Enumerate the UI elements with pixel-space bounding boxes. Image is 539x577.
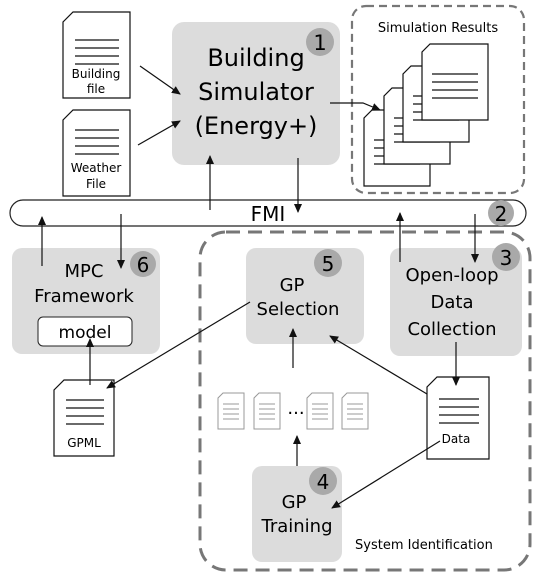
- candidate-ellipsis: ...: [287, 398, 304, 419]
- arrow-weather-file-to-simulator: [137, 120, 181, 146]
- step-badge-6-label: 6: [137, 253, 150, 277]
- connectors: [38, 65, 479, 509]
- step-badge-3-label: 3: [500, 246, 513, 270]
- model-label: model: [59, 323, 112, 343]
- gp-selection-label: GP: [280, 275, 305, 296]
- model-box: [37, 316, 133, 347]
- step-badge-4-label: 4: [317, 470, 330, 494]
- result-document: [421, 43, 489, 121]
- candidate-model-document: [217, 392, 245, 430]
- arrow-data-to-gp-training: [331, 440, 441, 509]
- data-collection-label: Collection: [407, 319, 496, 340]
- simulator-label: (Energy+): [195, 112, 318, 140]
- candidate-model-document: [253, 392, 281, 430]
- system-identification-region: [198, 230, 532, 572]
- building-file-document: [62, 11, 131, 99]
- step-badge-2: [488, 200, 514, 226]
- fmi-label: FMI: [251, 202, 286, 226]
- data-collection-box: [390, 248, 522, 356]
- simulator-label: Building: [207, 44, 304, 72]
- weather-file-label: File: [86, 177, 106, 191]
- gp-selection-box: [246, 248, 364, 344]
- step-badge-4: [309, 467, 337, 495]
- candidate-model-document: [341, 392, 369, 430]
- step-badge-6: [130, 251, 156, 277]
- gp-selection-label: Selection: [257, 299, 340, 320]
- building-simulator-box: [172, 22, 340, 165]
- weather-file-label: Weather: [71, 161, 122, 175]
- arrow-gp-selection-to-gpml: [106, 301, 251, 389]
- step-badge-5-label: 5: [322, 252, 335, 276]
- data-collection-label: Open-loop: [405, 265, 498, 286]
- simulator-label: Simulator: [198, 78, 314, 106]
- step-badge-1: [306, 28, 334, 56]
- data-collection-label: Data: [431, 292, 474, 313]
- gp-training-label: Training: [260, 516, 332, 537]
- building-file-label: file: [87, 82, 105, 96]
- system-identification-label: System Identification: [355, 538, 493, 553]
- step-badge-3: [492, 243, 520, 271]
- gp-training-label: GP: [282, 492, 307, 513]
- mpc-label: MPC: [65, 261, 104, 282]
- candidate-model-document: [306, 392, 334, 430]
- gpml-label: GPML: [67, 436, 101, 450]
- data-document-label: Data: [442, 432, 471, 446]
- candidate-models: [217, 392, 369, 430]
- weather-file-document: [62, 109, 131, 197]
- simulation-results-title: Simulation Results: [378, 21, 499, 36]
- step-badge-1-label: 1: [313, 31, 326, 55]
- arrow-simulator-to-results: [330, 102, 381, 111]
- mpc-label: Framework: [34, 286, 134, 307]
- building-file-label: Building: [72, 67, 121, 81]
- step-badge-5: [314, 249, 342, 277]
- gpml-document: [53, 379, 115, 457]
- step-badge-2-label: 2: [495, 202, 508, 226]
- arrow-building-file-to-simulator: [139, 65, 181, 95]
- simulation-results-region: [350, 4, 526, 195]
- simulation-result-documents: [363, 43, 489, 187]
- data-document: [426, 376, 490, 460]
- arrow-data-to-gp-selection: [329, 335, 428, 395]
